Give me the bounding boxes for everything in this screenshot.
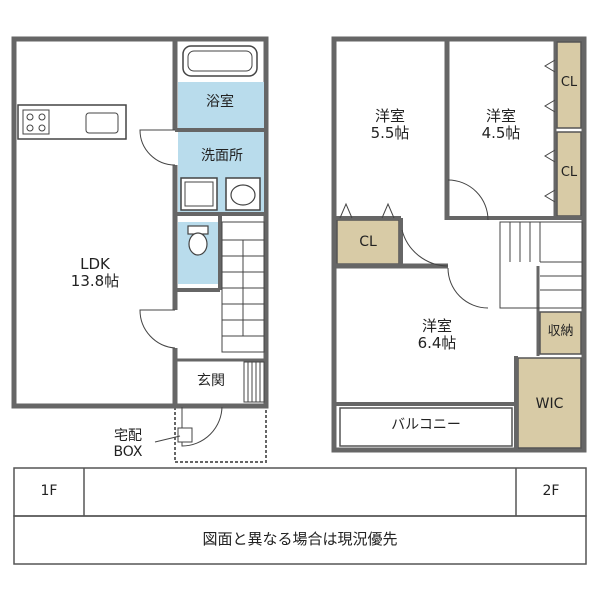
balcony-outline: [339, 407, 513, 447]
shoe-rack: [243, 361, 265, 403]
storage-label: 収納: [547, 324, 574, 339]
stove-icon: [22, 109, 50, 135]
door-swings-2f: [339, 59, 556, 309]
washroom-label: 洗面所: [201, 148, 243, 164]
disclaimer-note: 図面と異なる場合は現況優先: [202, 530, 398, 548]
floor-label-bar: [13, 467, 587, 517]
western-room-1-label: 洋室 5.5帖: [370, 107, 410, 143]
balcony-label: バルコニー: [391, 417, 461, 433]
kitchen-sink-icon: [85, 112, 119, 134]
bath-label: 浴室: [206, 94, 234, 110]
door-swings-1f: [139, 129, 223, 447]
western-room-3-label: 洋室 6.4帖: [417, 317, 457, 353]
entrance-label: 玄関: [197, 373, 225, 389]
wic-fill: [517, 357, 582, 449]
washing-machine-icon: [180, 177, 218, 211]
delivery-box-label: 宅配 BOX: [113, 428, 143, 461]
wic-label: WIC: [535, 396, 564, 412]
bath-fill: [178, 82, 264, 128]
porch: [174, 405, 267, 463]
closet-top-fill: [556, 41, 582, 129]
closet-label: CL: [359, 234, 377, 250]
ldk-label: LDK 13.8帖: [70, 255, 120, 291]
floor1-label: 1F: [40, 483, 58, 499]
western-room-2-label: 洋室 4.5帖: [481, 107, 521, 143]
bathtub-icon: [182, 45, 258, 77]
storage-fill: [539, 311, 582, 355]
stairs-2f: [499, 221, 583, 309]
floor2-outline: [331, 36, 587, 453]
closet-mid-fill: [556, 131, 582, 217]
stairs-1f: [221, 221, 265, 353]
closet-top-label: CL: [560, 75, 578, 90]
floor2-label: 2F: [542, 483, 560, 499]
note-bar: [13, 515, 587, 565]
delivery-box-icon: [177, 427, 193, 443]
closet-fill: [336, 219, 400, 265]
closet-mid-label: CL: [560, 165, 578, 180]
